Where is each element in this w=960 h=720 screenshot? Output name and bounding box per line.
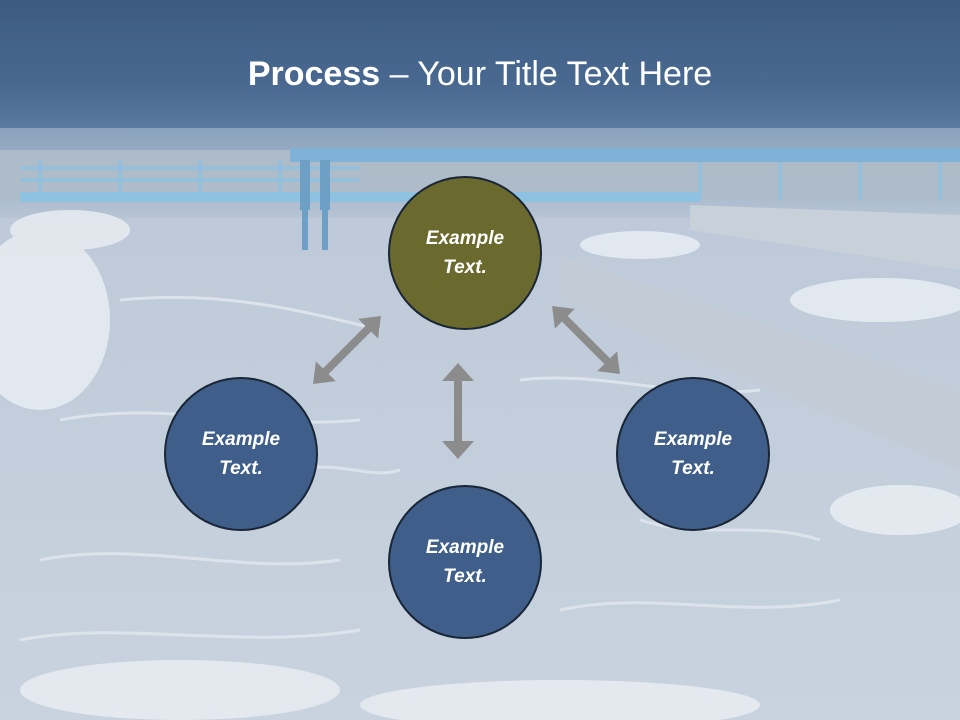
process-node-left[interactable]: Example Text. (164, 377, 318, 531)
process-node-right[interactable]: Example Text. (616, 377, 770, 531)
title-bold-part: Process (247, 55, 381, 93)
title-rest-part: – Your Title Text Here (380, 55, 713, 93)
title-bar (0, 0, 960, 128)
process-node-bottom[interactable]: Example Text. (388, 485, 542, 639)
slide-title: Process – Your Title Text Here (0, 52, 960, 96)
node-top-text: Example Text. (425, 228, 505, 278)
process-node-top[interactable]: Example Text. (388, 176, 542, 330)
node-right-text: Example Text. (653, 429, 733, 479)
node-bottom-text: Example Text. (425, 537, 505, 587)
node-left-text: Example Text. (201, 429, 281, 479)
